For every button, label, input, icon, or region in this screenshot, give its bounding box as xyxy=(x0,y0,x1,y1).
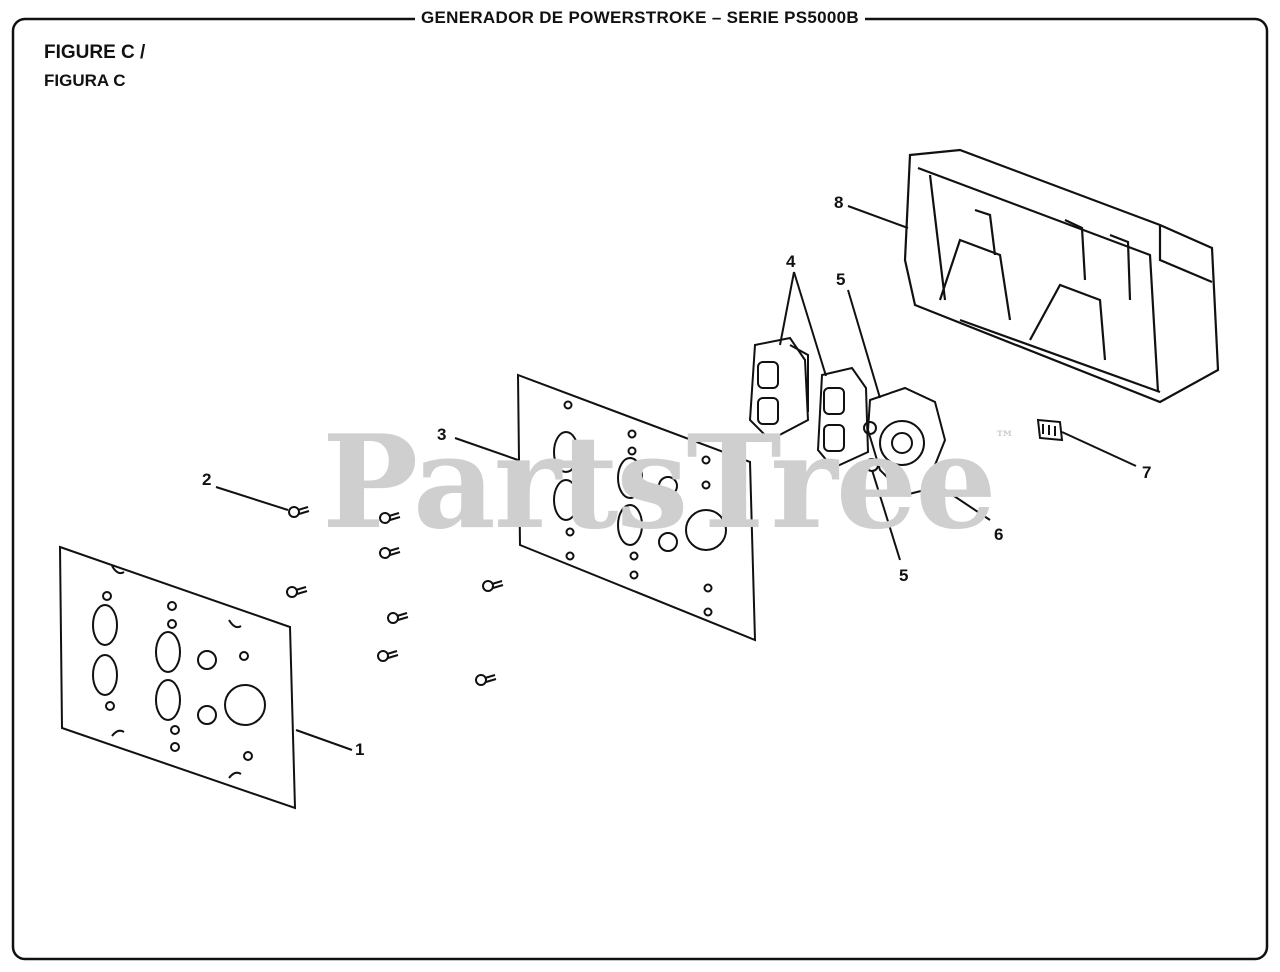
leader-2 xyxy=(215,486,289,511)
callout-4: 4 xyxy=(786,252,796,271)
header-title: GENERADOR DE POWERSTROKE – SERIE PS5000B xyxy=(414,8,866,28)
callout-3: 3 xyxy=(437,425,447,444)
header: GENERADOR DE POWERSTROKE – SERIE PS5000B xyxy=(0,8,1280,28)
callout-6: 6 xyxy=(994,525,1004,544)
part-2-screws xyxy=(286,506,504,686)
watermark-text: PartsTree xyxy=(322,408,997,558)
callout-5-top: 5 xyxy=(836,270,846,289)
figure-label-es: FIGURA C xyxy=(44,71,126,90)
part-1-faceplate xyxy=(58,545,297,810)
leader-1 xyxy=(295,729,353,751)
leader-4b xyxy=(793,271,827,377)
part-4-outlets xyxy=(748,336,870,470)
leader-6 xyxy=(929,479,991,521)
leader-5b xyxy=(871,469,901,561)
callout-1: 1 xyxy=(355,740,365,759)
callout-7: 7 xyxy=(1142,463,1152,482)
watermark-trademark: ™ xyxy=(994,426,1015,450)
callout-5-bottom: 5 xyxy=(899,566,909,585)
leader-5a xyxy=(847,289,881,399)
part-6-receptacle xyxy=(863,386,947,497)
watermark: PartsTree™ xyxy=(322,408,1015,558)
leader-8 xyxy=(847,205,909,229)
leader-3 xyxy=(454,437,519,461)
callout-2: 2 xyxy=(202,470,212,489)
part-8-housing xyxy=(903,148,1220,404)
figure-label-en: FIGURE C / xyxy=(44,42,146,63)
callout-8: 8 xyxy=(834,193,844,212)
leader-4a xyxy=(779,271,795,346)
leader-7 xyxy=(1061,431,1137,467)
part-3-backplate xyxy=(516,373,757,642)
part-7-connector xyxy=(1036,418,1064,442)
